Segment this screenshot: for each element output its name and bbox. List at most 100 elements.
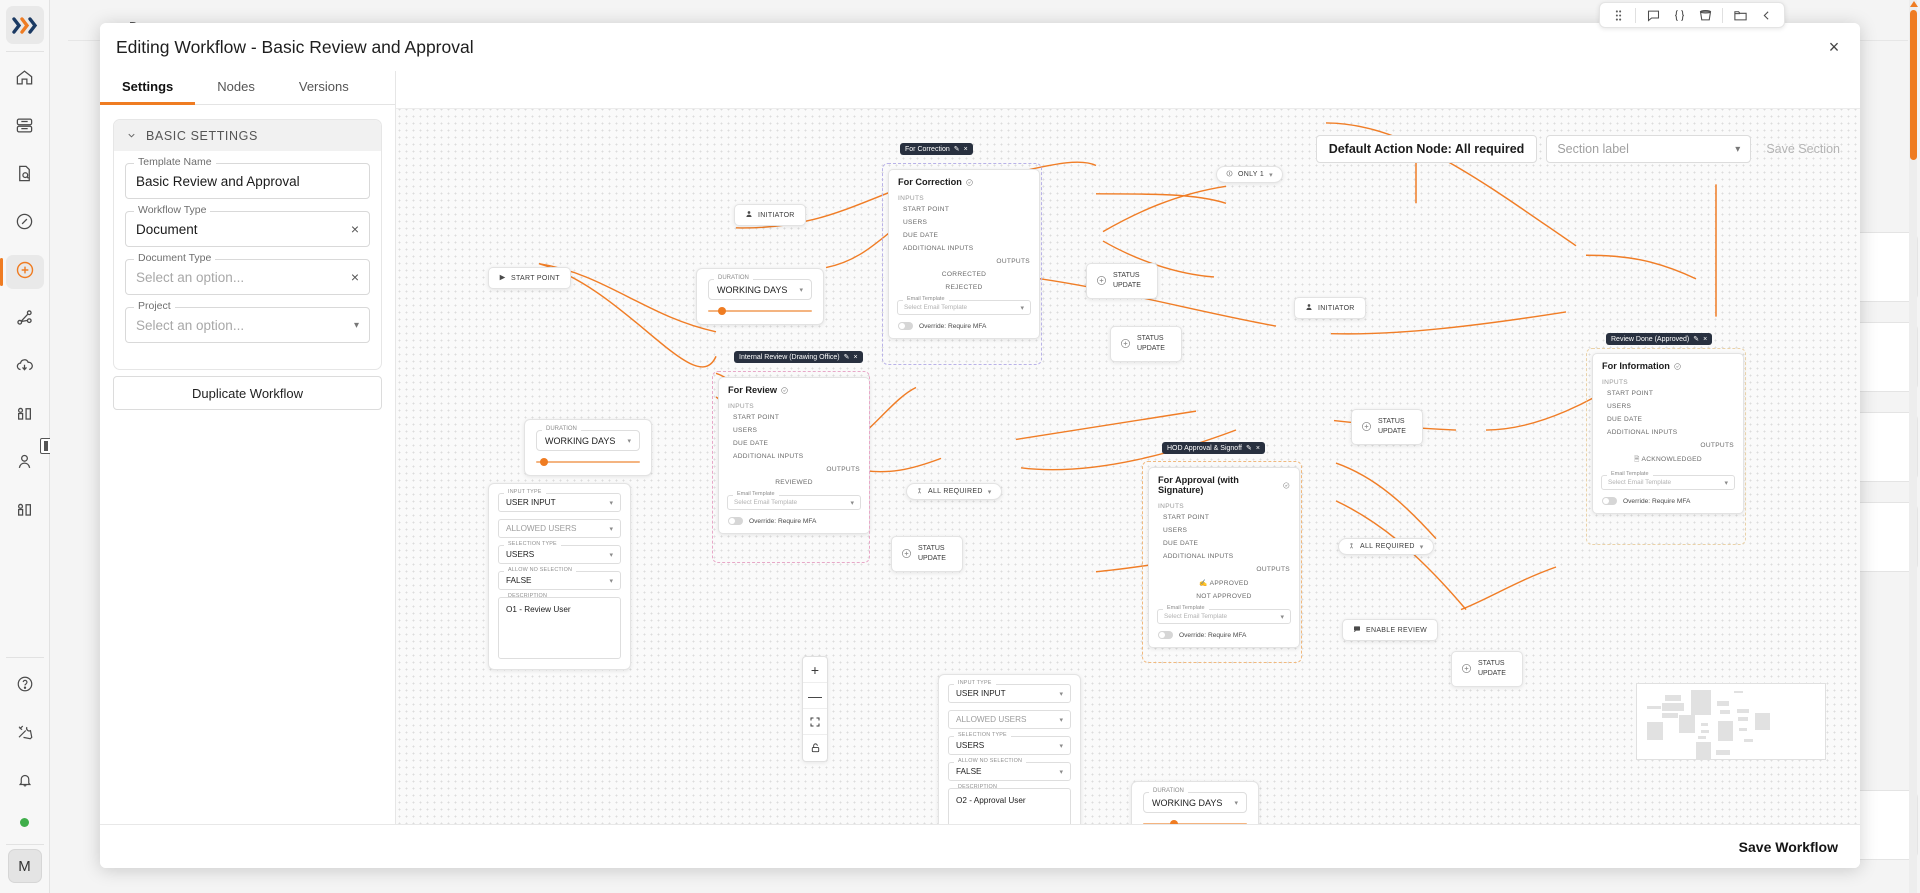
avatar[interactable]: M: [7, 849, 42, 883]
duration-slider[interactable]: [708, 307, 812, 315]
node-initiator-1[interactable]: INITIATOR: [734, 204, 806, 226]
allowed-users-select[interactable]: ALLOWED USERS ▾: [498, 519, 621, 538]
email-template-select[interactable]: Select Email Template ▾: [727, 495, 861, 510]
section-label-select[interactable]: Section label ▾: [1546, 135, 1752, 163]
sidebar-item-explore[interactable]: [6, 207, 44, 241]
node-for-approval[interactable]: For Approval (with Signature) INPUTS STA…: [1148, 467, 1300, 648]
lock-icon[interactable]: [803, 735, 827, 761]
node-all-required-2[interactable]: ALL REQUIRED ▾: [1338, 538, 1434, 555]
node-tag-hod-approval[interactable]: HOD Approval & Signoff ✎ ×: [1162, 442, 1265, 454]
save-workflow-button[interactable]: Save Workflow: [1738, 838, 1838, 855]
edit-icon[interactable]: ✎: [953, 146, 960, 153]
workflow-canvas[interactable]: Default Action Node: All required Sectio…: [396, 71, 1860, 824]
node-tag-review-done[interactable]: Review Done (Approved) ✎ ×: [1606, 333, 1713, 345]
duplicate-workflow-button[interactable]: Duplicate Workflow: [113, 376, 382, 410]
clear-icon[interactable]: ×: [350, 269, 359, 285]
template-name-input[interactable]: Basic Review and Approval: [125, 163, 370, 199]
bucket-icon[interactable]: [1693, 4, 1717, 26]
sidebar-item-help[interactable]: [6, 669, 44, 703]
folder-icon[interactable]: [1728, 4, 1752, 26]
description-textarea[interactable]: O2 - Approval User: [948, 788, 1071, 824]
node-status-update-5[interactable]: STATUS UPDATE: [1451, 651, 1523, 687]
node-enable-review[interactable]: ENABLE REVIEW: [1342, 619, 1439, 641]
close-icon[interactable]: ×: [853, 353, 858, 361]
sidebar-item-notifications[interactable]: [6, 765, 44, 799]
page-scrollbar[interactable]: [1909, 0, 1918, 893]
selection-type-select[interactable]: USERS ▾: [498, 545, 621, 564]
duration-select[interactable]: WORKING DAYS ▾: [536, 430, 640, 451]
node-for-information[interactable]: For Information INPUTS START POINT USERS…: [1592, 353, 1744, 514]
node-status-update-3[interactable]: STATUS UPDATE: [1351, 409, 1423, 445]
clear-icon[interactable]: ×: [350, 221, 359, 237]
allow-no-selection-select[interactable]: FALSE ▾: [498, 571, 621, 590]
chevron-down-icon[interactable]: ▾: [353, 319, 359, 331]
workflow-type-select[interactable]: Document ×: [125, 211, 370, 247]
node-for-review[interactable]: For Review INPUTS START POINT USERS DUE …: [718, 377, 870, 534]
minimap[interactable]: [1636, 683, 1826, 760]
sidebar-item-home[interactable]: [6, 63, 44, 97]
node-status-update-4[interactable]: STATUS UPDATE: [891, 536, 963, 572]
document-type-select[interactable]: Select an option... ×: [125, 259, 370, 295]
close-icon[interactable]: ×: [963, 145, 968, 153]
input-type-select[interactable]: USER INPUT ▾: [498, 493, 621, 512]
close-icon[interactable]: ×: [1703, 335, 1708, 343]
tab-versions[interactable]: Versions: [298, 79, 349, 94]
duration-select[interactable]: WORKING DAYS ▾: [708, 279, 812, 300]
chevron-left-icon[interactable]: [1754, 4, 1778, 26]
project-select[interactable]: Select an option... ▾: [125, 307, 370, 343]
mfa-toggle[interactable]: [728, 517, 743, 525]
sidebar-item-tools[interactable]: [6, 717, 44, 751]
mfa-toggle[interactable]: [898, 322, 913, 330]
sidebar-item-dashboards[interactable]: [6, 399, 44, 433]
input-type-select[interactable]: USER INPUT ▾: [948, 684, 1071, 703]
node-tag-for-correction[interactable]: For Correction ✎ ×: [900, 143, 973, 155]
zoom-out-button[interactable]: —: [803, 683, 827, 709]
sidebar-item-users[interactable]: [6, 447, 44, 481]
override-mfa-row[interactable]: Override: Require MFA: [889, 319, 1039, 338]
allow-no-selection-select[interactable]: FALSE ▾: [948, 762, 1071, 781]
duration-slider[interactable]: [1143, 820, 1247, 824]
selection-type-select[interactable]: USERS ▾: [948, 736, 1071, 755]
comment-icon[interactable]: [1641, 4, 1665, 26]
tab-settings[interactable]: Settings: [100, 71, 196, 105]
duration-slider[interactable]: [536, 458, 640, 466]
node-for-correction[interactable]: For Correction INPUTS START POINT USERS …: [888, 169, 1040, 339]
duration-select[interactable]: WORKING DAYS ▾: [1143, 792, 1247, 813]
node-initiator-2[interactable]: INITIATOR: [1294, 297, 1366, 319]
form-card-review-user[interactable]: INPUT TYPE USER INPUT ▾ ALLOWED USERS ▾: [488, 483, 631, 670]
edit-icon[interactable]: ✎: [843, 354, 850, 361]
sidebar-item-downloads[interactable]: [6, 351, 44, 385]
node-tag-internal-review[interactable]: Internal Review (Drawing Office) ✎ ×: [734, 351, 863, 363]
email-template-select[interactable]: Select Email Template ▾: [1157, 609, 1291, 624]
close-icon[interactable]: ×: [1255, 444, 1260, 452]
tab-nodes[interactable]: Nodes: [217, 79, 255, 94]
basic-settings-header[interactable]: BASIC SETTINGS: [114, 120, 381, 151]
sidebar-item-reports[interactable]: [6, 495, 44, 529]
edit-icon[interactable]: ✎: [1245, 445, 1252, 452]
scroll-up-arrow[interactable]: [1910, 1, 1918, 7]
close-icon[interactable]: ×: [1828, 36, 1840, 57]
app-logo[interactable]: [5, 6, 44, 44]
override-mfa-row[interactable]: Override: Require MFA: [1593, 494, 1743, 513]
node-duration-3[interactable]: DURATION WORKING DAYS ▾: [1131, 781, 1259, 824]
override-mfa-row[interactable]: Override: Require MFA: [719, 514, 869, 533]
node-status-update-2[interactable]: STATUS UPDATE: [1110, 326, 1182, 362]
sidebar-item-inbox[interactable]: [6, 111, 44, 145]
code-braces-icon[interactable]: [1667, 4, 1691, 26]
node-all-required-1[interactable]: ALL REQUIRED ▾: [906, 483, 1002, 500]
allowed-users-select[interactable]: ALLOWED USERS ▾: [948, 710, 1071, 729]
node-duration-1[interactable]: DURATION WORKING DAYS ▾: [696, 268, 824, 325]
email-template-select[interactable]: Select Email Template ▾: [897, 300, 1031, 315]
description-textarea[interactable]: O1 - Review User: [498, 597, 621, 659]
sidebar-item-workflows[interactable]: [6, 303, 44, 337]
override-mfa-row[interactable]: Override: Require MFA: [1149, 628, 1299, 647]
grid-handle-icon[interactable]: [1606, 4, 1630, 26]
node-status-update-1[interactable]: STATUS UPDATE: [1086, 263, 1158, 299]
default-action-node-button[interactable]: Default Action Node: All required: [1315, 135, 1538, 163]
mfa-toggle[interactable]: [1602, 497, 1617, 505]
node-only-one[interactable]: ONLY 1 ▾: [1216, 166, 1283, 183]
mfa-toggle[interactable]: [1158, 631, 1173, 639]
sidebar-item-documents[interactable]: [6, 159, 44, 193]
save-section-button[interactable]: Save Section: [1766, 142, 1840, 156]
email-template-select[interactable]: Select Email Template ▾: [1601, 475, 1735, 490]
